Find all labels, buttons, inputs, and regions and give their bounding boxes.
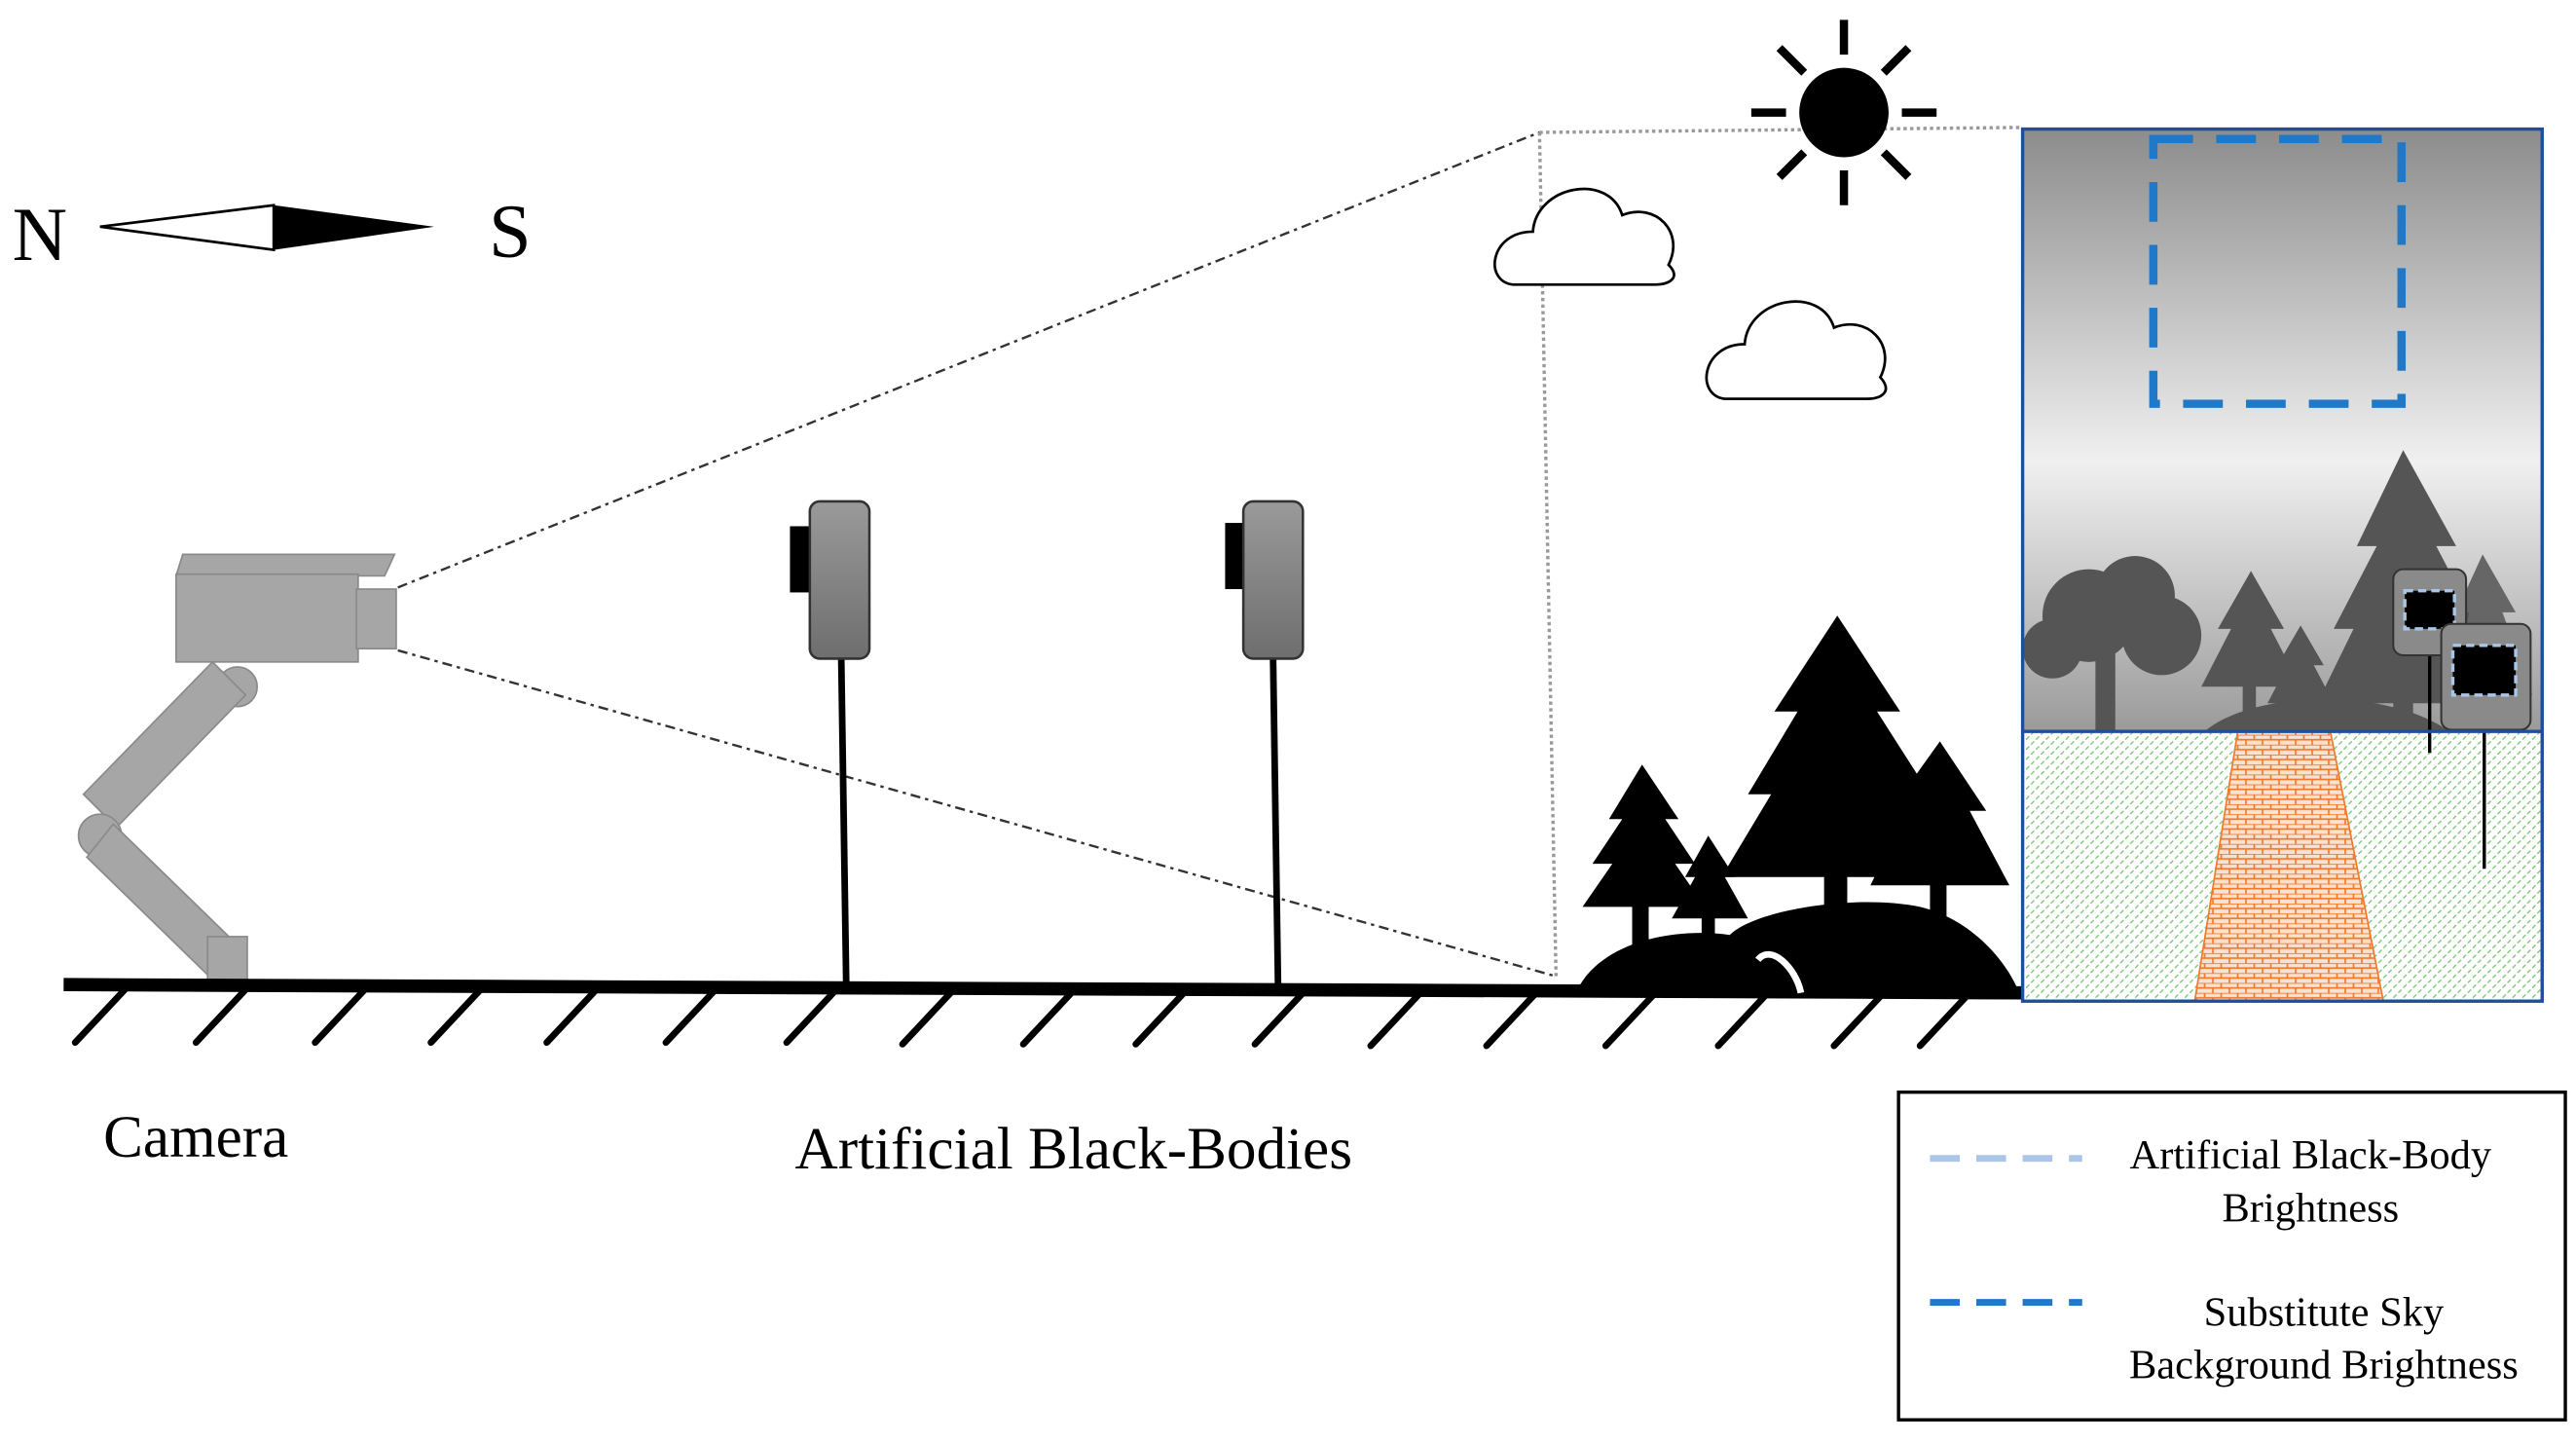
cloud-icon: [1705, 300, 1888, 400]
ground: [63, 978, 2023, 1050]
legend-label-line1: Substitute Sky: [2204, 1289, 2445, 1335]
legend-item-sky-background: Substitute Sky Background Brightness: [1930, 1289, 2519, 1388]
substitute-sky-box: [2149, 134, 2407, 408]
tree-icon: [1575, 615, 2020, 993]
camera-label: Camera: [103, 1104, 288, 1170]
compass-arrow-south-icon: [274, 204, 435, 250]
compass-north-label: N: [13, 192, 67, 277]
legend-label-line2: Brightness: [2222, 1185, 2399, 1231]
black-body-icon: [790, 500, 871, 985]
black-bodies-label: Artificial Black-Bodies: [795, 1116, 1352, 1182]
black-body-icon: [2440, 622, 2532, 731]
camera-icon: [77, 553, 397, 980]
compass: N S: [13, 188, 532, 276]
compass-arrow-icon: [99, 204, 276, 252]
black-body-icon: [1225, 500, 1305, 988]
sun-icon: [1750, 19, 1937, 205]
legend: Artificial Black-Body Brightness Substit…: [1896, 1090, 2567, 1422]
cloud-icon: [1493, 187, 1675, 286]
legend-label-line1: Artificial Black-Body: [2130, 1132, 2492, 1178]
compass-south-label: S: [489, 188, 531, 273]
camera-view-inset: [2020, 127, 2544, 1003]
legend-label-line2: Background Brightness: [2129, 1343, 2519, 1388]
legend-item-black-body: Artificial Black-Body Brightness: [1930, 1132, 2492, 1231]
